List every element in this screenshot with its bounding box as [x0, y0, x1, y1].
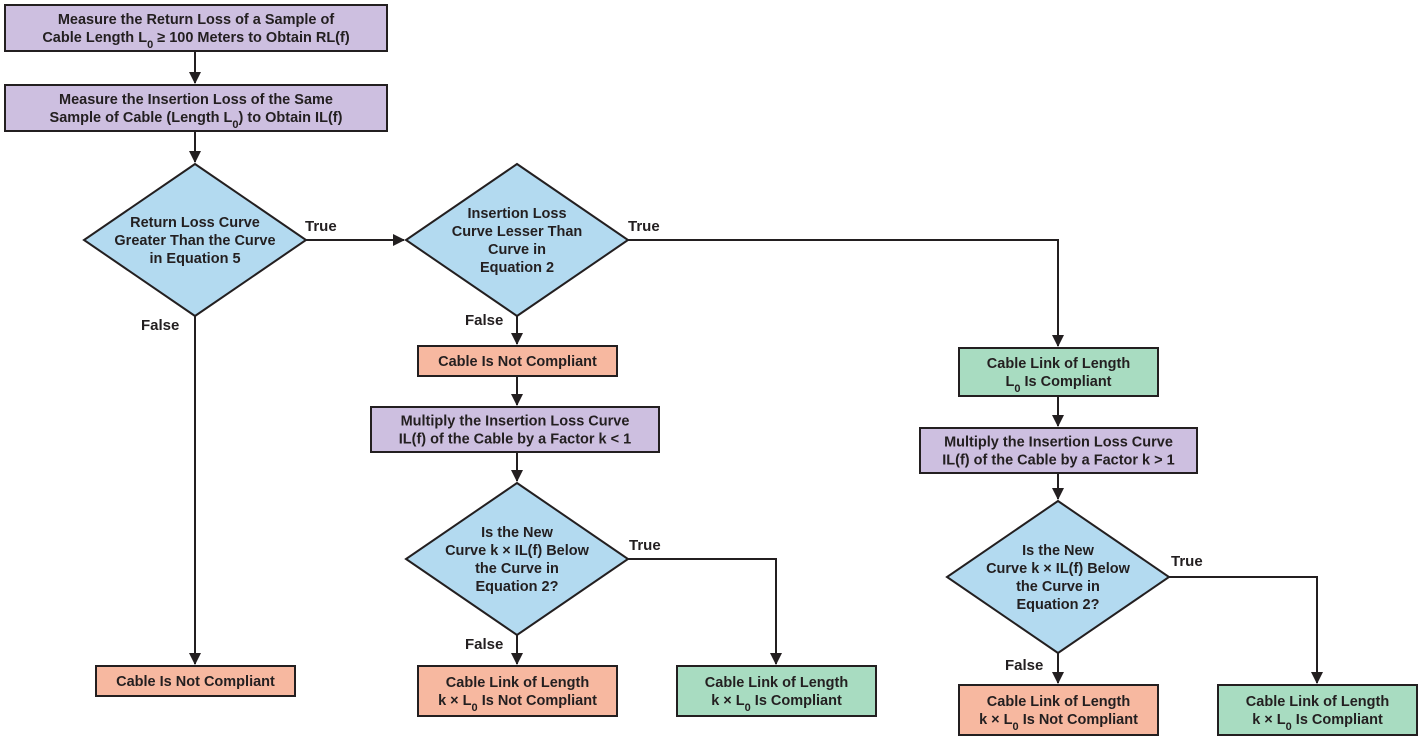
decision-new-curve-1-text-line: Curve k × IL(f) Below: [445, 543, 590, 559]
link-k-not-compliant-2-box: [958, 684, 1159, 736]
link-k-not-compliant-2-text-line: Cable Link of Length: [987, 694, 1130, 710]
link-l0-compliant-box: [958, 347, 1159, 397]
link-k-compliant-1-box: [676, 665, 877, 717]
link-k-not-compliant-1-node: Cable Link of Length k × L0 Is Not Compli…: [417, 665, 618, 717]
multiply-k-greater-text-line: IL(f) of the Cable by a Factor k > 1: [942, 453, 1174, 469]
link-l0-compliant-node: Cable Link of Length L0 Is Compliant: [958, 347, 1159, 397]
measure-return-loss-text-line: Measure the Return Loss of a Sample of: [58, 12, 335, 28]
decision-insertion-loss-text-line: Curve in: [488, 242, 546, 258]
measure-insertion-loss-box: [4, 84, 388, 132]
arrow-decision-insertion-loss-to-link-l0-compliant: [628, 239, 1064, 347]
link-k-compliant-1-text-line: Cable Link of Length: [705, 675, 848, 691]
not-compliant-1-box: [95, 665, 296, 697]
decision-new-curve-1-text-line: the Curve in: [475, 561, 559, 577]
link-k-not-compliant-1-text-line: Cable Link of Length: [446, 675, 589, 691]
edge-label-true: True: [628, 218, 660, 235]
nodes-layer: Measure the Return Loss of a Sample of Ca…: [4, 4, 1418, 736]
decision-insertion-loss-text-line: Insertion Loss: [467, 206, 566, 222]
decision-new-curve-2-text-line: the Curve in: [1016, 579, 1100, 595]
edge-label-false: False: [465, 312, 503, 329]
multiply-k-greater-text-line: Multiply the Insertion Loss Curve: [944, 435, 1173, 451]
decision-new-curve-2-diamond: [945, 499, 1171, 655]
edge-label-false: False: [465, 636, 503, 653]
link-k-compliant-2-node: Cable Link of Length k × L0 Is Compliant: [1217, 684, 1418, 736]
edge-label-true: True: [629, 537, 661, 554]
decision-return-loss-text-line: Greater Than the Curve: [114, 233, 275, 249]
measure-insertion-loss-text-line: Sample of Cable (Length L0) to Obtain IL…: [50, 110, 343, 131]
link-k-compliant-1-node: Cable Link of Length k × L0 Is Compliant: [676, 665, 877, 717]
link-k-compliant-2-text-line: k × L0 Is Compliant: [1252, 712, 1383, 733]
measure-return-loss-text-line: Cable Length L0 ≥ 100 Meters to Obtain R…: [42, 30, 350, 51]
measure-insertion-loss-node: Measure the Insertion Loss of the SameSa…: [4, 84, 388, 132]
not-compliant-2-box: [417, 345, 618, 377]
link-k-compliant-2-box: [1217, 684, 1418, 736]
measure-return-loss-node: Measure the Return Loss of a Sample of Ca…: [4, 4, 388, 52]
arrow-decision-new-curve-2-to-link-k-compliant-2: [1169, 576, 1323, 684]
link-k-not-compliant-1-text-line: k × L0 Is Not Compliant: [438, 693, 597, 714]
decision-return-loss-diamond: [82, 162, 308, 318]
multiply-k-less-text-line: Multiply the Insertion Loss Curve: [401, 414, 630, 430]
decision-insertion-loss-diamond: [404, 162, 630, 318]
decision-insertion-loss-text-line: Equation 2: [480, 260, 554, 276]
edge-label-true: True: [305, 218, 337, 235]
multiply-k-less-box: [370, 406, 660, 453]
decision-return-loss-text-line: in Equation 5: [149, 251, 240, 267]
link-k-not-compliant-2-node: Cable Link of Length k × L0 Is Not Compli…: [958, 684, 1159, 736]
multiply-k-greater-box: [919, 427, 1198, 474]
link-k-not-compliant-2-text-line: k × L0 Is Not Compliant: [979, 712, 1138, 733]
link-k-compliant-1-text-line: k × L0 Is Compliant: [711, 693, 842, 714]
multiply-k-less-text-line: IL(f) of the Cable by a Factor k < 1: [399, 432, 631, 448]
edges-layer: [189, 51, 1323, 684]
decision-new-curve-1-text-line: Equation 2?: [476, 579, 559, 595]
edge-label-false: False: [141, 317, 179, 334]
not-compliant-2-node: Cable Is Not Compliant: [417, 345, 618, 377]
link-l0-compliant-text-line: L0 Is Compliant: [1005, 374, 1111, 395]
arrow-decision-new-curve-1-to-link-k-compliant-1: [628, 558, 782, 665]
edge-label-true: True: [1171, 553, 1203, 570]
link-k-not-compliant-1-box: [417, 665, 618, 717]
decision-new-curve-1-text-line: Is the New: [481, 525, 553, 541]
measure-return-loss-box: [4, 4, 388, 52]
decision-new-curve-1-diamond: [404, 481, 630, 637]
edge-label-false: False: [1005, 657, 1043, 674]
decision-new-curve-2-text-line: Is the New: [1022, 543, 1094, 559]
link-k-compliant-2-text-line: Cable Link of Length: [1246, 694, 1389, 710]
measure-insertion-loss-text-line: Measure the Insertion Loss of the Same: [59, 92, 333, 108]
not-compliant-1-node: Cable Is Not Compliant: [95, 665, 296, 697]
decision-new-curve-2-text-line: Equation 2?: [1017, 597, 1100, 613]
decision-new-curve-2-text-line: Curve k × IL(f) Below: [986, 561, 1131, 577]
not-compliant-2-text-line: Cable Is Not Compliant: [438, 354, 597, 370]
link-l0-compliant-text-line: Cable Link of Length: [987, 356, 1130, 372]
not-compliant-1-text-line: Cable Is Not Compliant: [116, 674, 275, 690]
decision-insertion-loss-text-line: Curve Lesser Than: [452, 224, 583, 240]
decision-return-loss-text-line: Return Loss Curve: [130, 215, 260, 231]
